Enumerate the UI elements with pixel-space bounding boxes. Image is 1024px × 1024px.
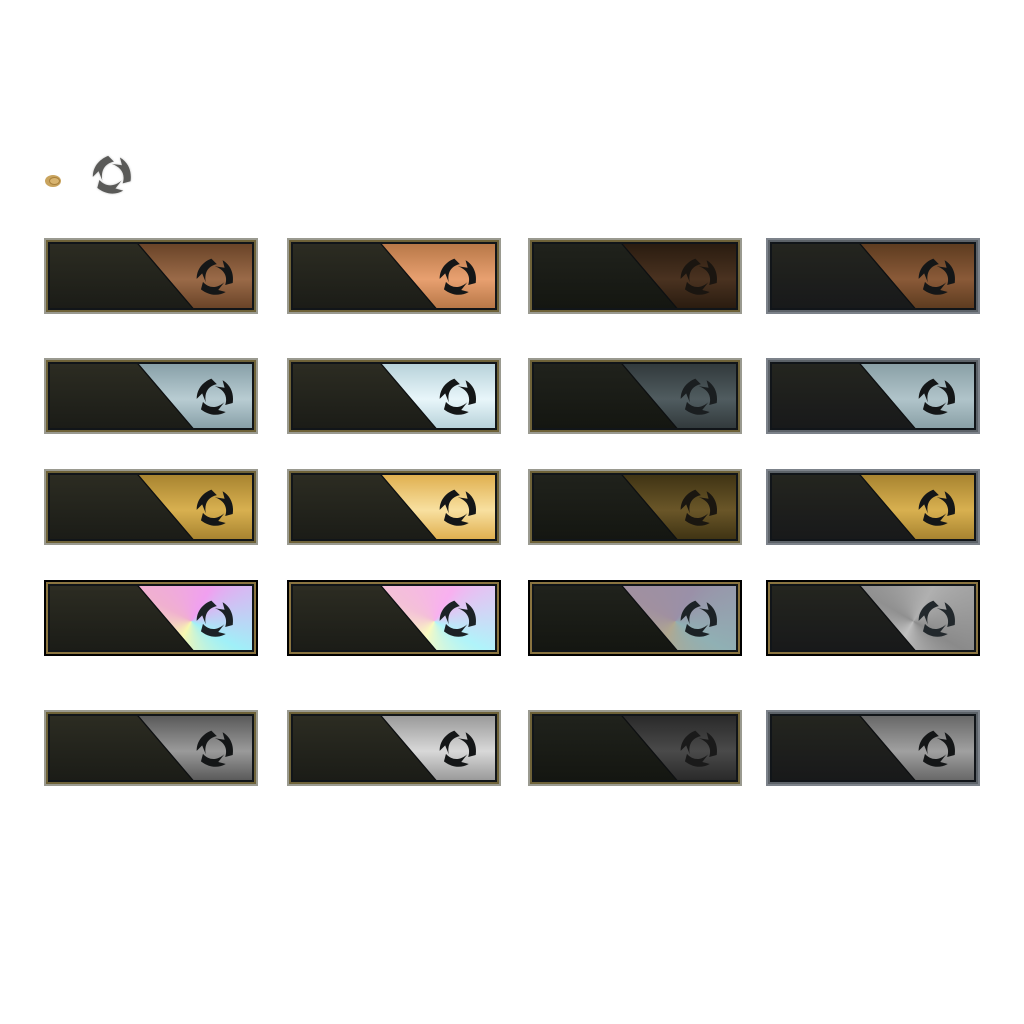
badge-gold[interactable]	[44, 469, 258, 545]
badge-inner	[291, 242, 497, 310]
badge-inner	[291, 362, 497, 430]
badge-gold[interactable]	[287, 469, 501, 545]
badge-inner	[532, 242, 738, 310]
badge-inner	[532, 714, 738, 782]
badge-inner	[291, 473, 497, 541]
badge-bronze[interactable]	[287, 238, 501, 314]
badge-silver[interactable]	[528, 358, 742, 434]
emblem-icon	[439, 730, 477, 767]
badge-bronze[interactable]	[44, 238, 258, 314]
badge-inner	[770, 584, 976, 652]
badge-silver[interactable]	[287, 358, 501, 434]
badge-inner	[770, 362, 976, 430]
badge-inner	[48, 473, 254, 541]
badge-silver[interactable]	[766, 358, 980, 434]
badge-inner	[532, 473, 738, 541]
badge-inner	[532, 362, 738, 430]
badge-holo[interactable]	[287, 580, 501, 656]
emblem-icon	[439, 489, 477, 526]
badge-inner	[48, 584, 254, 652]
emblem-icon	[918, 378, 956, 415]
emblem-icon	[680, 378, 718, 415]
emblem-icon	[680, 600, 718, 637]
coin-icon	[45, 175, 61, 187]
emblem-icon	[439, 258, 477, 295]
badge-inner	[532, 584, 738, 652]
badge-inner	[770, 242, 976, 310]
badge-grey[interactable]	[766, 710, 980, 786]
emblem-icon	[439, 378, 477, 415]
badge-inner	[770, 473, 976, 541]
emblem-icon	[918, 489, 956, 526]
emblem-icon	[92, 155, 131, 194]
emblem-icon	[196, 489, 234, 526]
emblem-icon	[680, 258, 718, 295]
emblem-icon	[196, 730, 234, 767]
badge-inner	[48, 242, 254, 310]
badge-gold[interactable]	[766, 469, 980, 545]
badge-inner	[48, 714, 254, 782]
emblem-icon	[196, 378, 234, 415]
emblem-icon	[196, 600, 234, 637]
emblem-icon	[680, 489, 718, 526]
badge-inner	[291, 584, 497, 652]
badge-holo[interactable]	[528, 580, 742, 656]
badge-inner	[291, 714, 497, 782]
badge-silver[interactable]	[44, 358, 258, 434]
emblem-icon	[680, 730, 718, 767]
badge-holo[interactable]	[766, 580, 980, 656]
emblem-icon	[918, 258, 956, 295]
badge-inner	[48, 362, 254, 430]
emblem-icon	[918, 600, 956, 637]
badge-holo[interactable]	[44, 580, 258, 656]
badge-grey[interactable]	[528, 710, 742, 786]
badge-inner	[770, 714, 976, 782]
badge-grey[interactable]	[44, 710, 258, 786]
emblem-icon	[918, 730, 956, 767]
emblem-icon	[439, 600, 477, 637]
badge-bronze[interactable]	[766, 238, 980, 314]
badge-grey[interactable]	[287, 710, 501, 786]
badge-bronze[interactable]	[528, 238, 742, 314]
badge-gold[interactable]	[528, 469, 742, 545]
emblem-icon	[196, 258, 234, 295]
